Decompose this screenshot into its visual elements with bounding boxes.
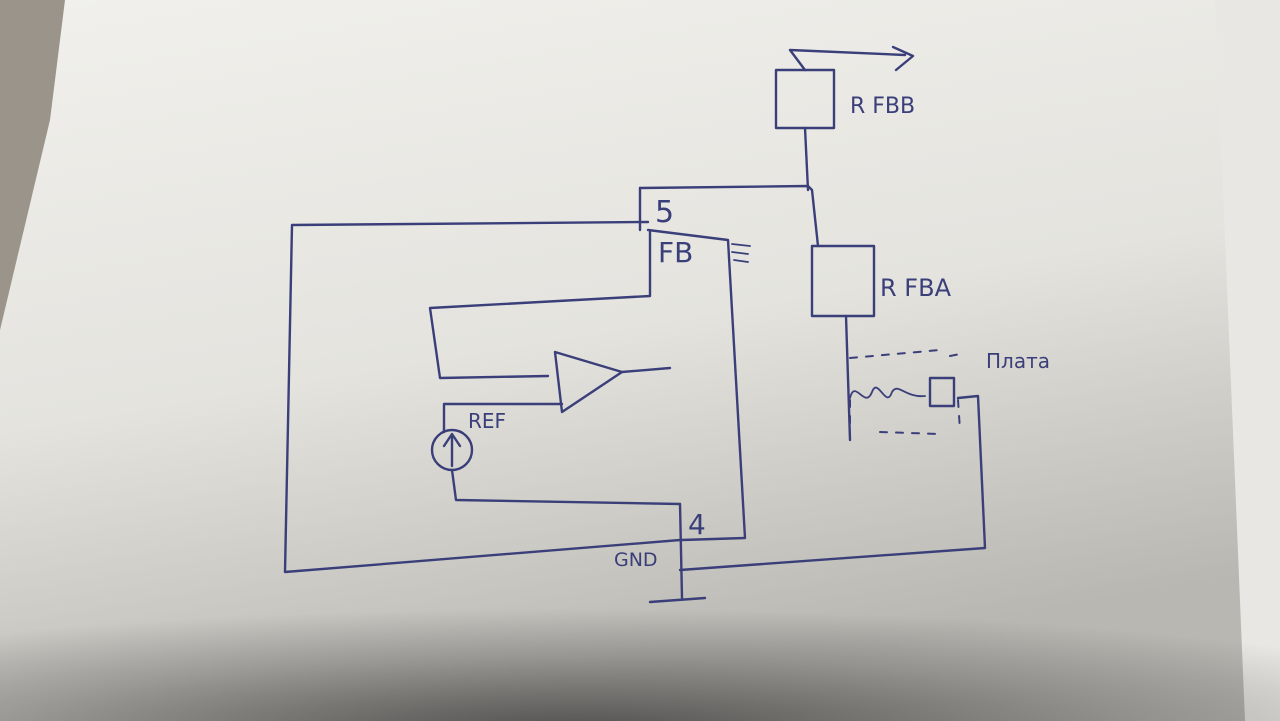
- label-plata: Плата: [986, 349, 1050, 373]
- fb-label: FB: [658, 236, 693, 269]
- chip-body: [638, 186, 747, 542]
- output-arrow: [788, 45, 915, 72]
- board-outline: [849, 349, 961, 441]
- gnd-label: GND: [614, 549, 658, 571]
- source-to-gnd: [450, 468, 682, 506]
- pin-5-label: 5: [655, 195, 674, 230]
- pin-4-label: 4: [688, 508, 706, 541]
- ref-wire: [442, 402, 564, 434]
- chip-hatch: [731, 243, 751, 263]
- op-amp-triangle: [553, 350, 624, 414]
- gnd-wire: [648, 502, 707, 604]
- ref-label: REF: [468, 409, 506, 433]
- inductor: [849, 386, 926, 399]
- outer-box: [283, 220, 682, 574]
- hand-shadow: [0, 560, 1280, 721]
- wire-pin5: [638, 184, 820, 248]
- resistor-rfba: [810, 244, 876, 318]
- label-rfba: R FBA: [880, 274, 952, 302]
- wire-board-gnd: [678, 394, 987, 572]
- feedback-wire: [428, 230, 652, 380]
- current-source-arrow: [442, 432, 462, 468]
- wire-rfbb-node: [803, 126, 810, 192]
- op-amp-output: [620, 366, 672, 374]
- board-component: [928, 376, 956, 408]
- label-rfbb: R FBB: [850, 94, 915, 119]
- second-sheet: [1215, 0, 1280, 721]
